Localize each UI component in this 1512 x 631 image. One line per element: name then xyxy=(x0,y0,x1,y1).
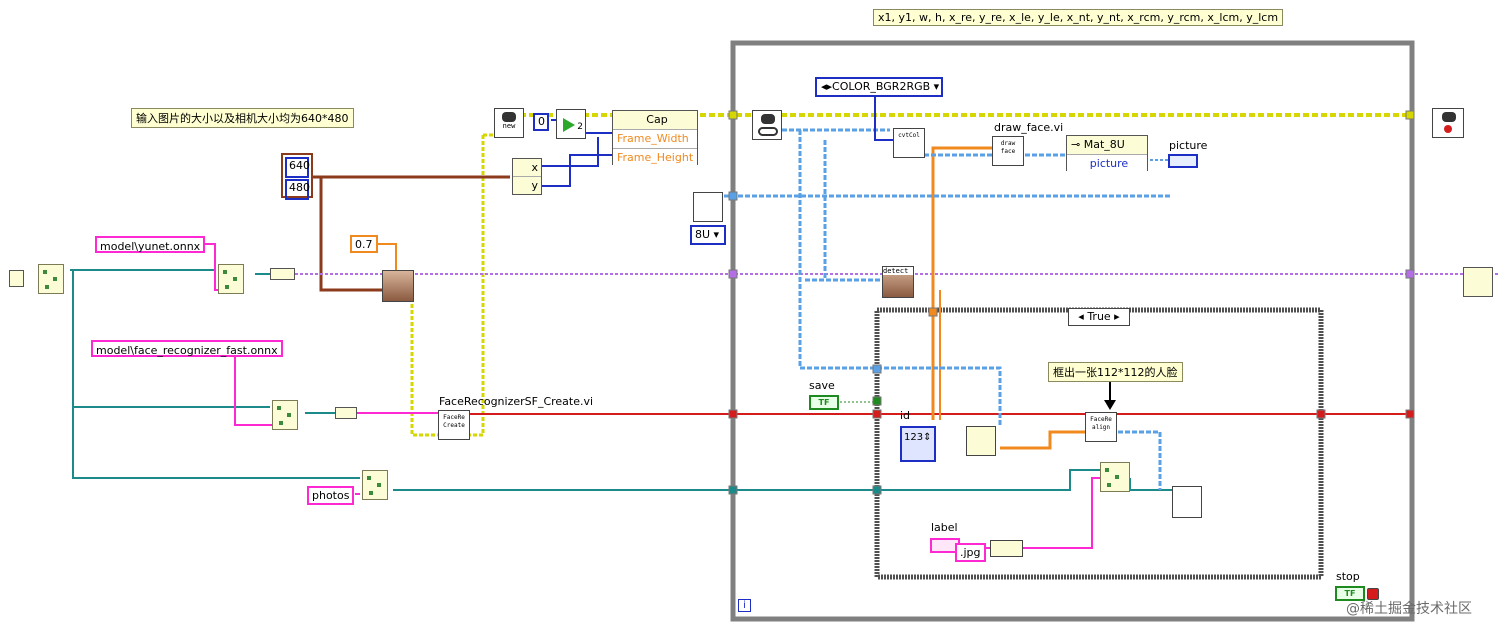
build-path-photos[interactable] xyxy=(362,470,388,500)
camera-open-node[interactable]: 2 xyxy=(556,109,586,139)
bundle-x-label: x xyxy=(531,161,538,174)
draw-face-node[interactable]: draw face xyxy=(992,136,1024,166)
case-structure-frame xyxy=(874,307,1324,580)
picture-property[interactable]: picture xyxy=(1067,154,1147,173)
build-path-save[interactable] xyxy=(1100,462,1130,492)
concat-strings-node[interactable] xyxy=(990,540,1023,557)
ext-constant[interactable]: .jpg xyxy=(955,543,986,562)
mat8u-title: ⊸ Mat_8U xyxy=(1071,138,1125,151)
number-to-string-node[interactable] xyxy=(966,426,996,456)
size-array-constant[interactable]: 640 480 xyxy=(281,153,313,200)
build-path-yunet[interactable] xyxy=(218,264,244,294)
recognizer-path-constant[interactable]: model\face_recognizer_fast.onnx xyxy=(91,340,283,357)
height-constant[interactable]: 480 xyxy=(285,179,310,200)
camera-icon xyxy=(502,112,516,122)
id-label: id xyxy=(900,409,911,422)
frame-width-prop[interactable]: Frame_Width xyxy=(613,129,697,148)
iteration-terminal: i xyxy=(738,599,751,612)
stop-control[interactable]: TF xyxy=(1335,586,1365,601)
photos-path-constant[interactable]: photos xyxy=(307,486,355,505)
cap-property-node[interactable]: Cap Frame_Width Frame_Height xyxy=(612,110,698,167)
photos-wire xyxy=(393,469,1100,491)
yunet-path-constant[interactable]: model\yunet.onnx xyxy=(95,236,206,253)
file-path-icon[interactable] xyxy=(9,270,24,287)
camera-new-label: new xyxy=(502,122,516,130)
close-refnum-node[interactable] xyxy=(1463,267,1493,297)
cap-title: Cap xyxy=(646,113,668,126)
draw-face-label: draw_face.vi xyxy=(994,121,1064,134)
threshold-constant[interactable]: 0.7 xyxy=(350,235,378,253)
camera-read-node[interactable] xyxy=(752,110,782,140)
size-wire-2 xyxy=(319,177,382,292)
mat-type-constant[interactable]: 8U ▾ xyxy=(690,225,726,245)
path-wire-2 xyxy=(72,270,360,479)
camera-wire-down xyxy=(410,135,485,437)
watermark: @稀土掘金技术社区 xyxy=(1346,601,1472,617)
build-path-node[interactable] xyxy=(38,264,64,294)
bundle-xy-node[interactable]: x y xyxy=(512,158,542,195)
id-control[interactable]: 123⇕ xyxy=(900,426,936,462)
while-loop-frame xyxy=(730,40,1415,622)
face-align-node[interactable]: FaceRe align xyxy=(1085,412,1117,442)
picture-indicator-label: picture xyxy=(1169,139,1208,152)
cvtcolor-node[interactable]: cvtCol xyxy=(893,128,925,158)
recognizer-create-node[interactable]: FaceRe Create xyxy=(438,410,470,440)
camera-new-node[interactable]: new xyxy=(494,108,524,138)
frame-height-prop[interactable]: Frame_Height xyxy=(613,148,697,167)
stop-dot-icon xyxy=(1444,125,1452,133)
imwrite-node[interactable] xyxy=(1172,486,1202,518)
width-constant[interactable]: 640 xyxy=(285,157,310,178)
label-label: label xyxy=(931,521,958,534)
stop-label: stop xyxy=(1336,570,1360,583)
camera-close-icon xyxy=(1442,112,1456,122)
save-control[interactable]: TF xyxy=(809,395,839,410)
play-icon xyxy=(563,118,575,132)
faces-wire xyxy=(931,146,992,420)
glasses-icon xyxy=(758,127,778,136)
camera-close-node[interactable] xyxy=(1432,108,1464,138)
bundle-y-label: y xyxy=(513,176,541,194)
picture-indicator[interactable] xyxy=(1168,154,1198,168)
path-to-string-2[interactable] xyxy=(335,407,357,419)
save-label: save xyxy=(809,379,835,392)
create-mat-node[interactable] xyxy=(693,192,723,222)
color-code-constant[interactable]: ◂▸COLOR_BGR2RGB ▾ xyxy=(815,77,943,97)
camera-read-icon xyxy=(761,114,775,124)
crop-face-note: 框出一张112*112的人脸 xyxy=(1048,362,1183,382)
build-path-recognizer[interactable] xyxy=(272,400,298,430)
detect-label: detect xyxy=(883,267,913,275)
image-size-note: 输入图片的大小以及相机大小均为640*480 xyxy=(131,108,354,128)
detect-node[interactable]: detect xyxy=(882,266,914,298)
path-to-string-1[interactable] xyxy=(270,268,295,280)
camera-index-constant[interactable]: 0 xyxy=(533,113,549,131)
case-selector[interactable]: ◂ True ▸ xyxy=(1068,308,1130,326)
output-fields-note: x1, y1, w, h, x_re, y_re, x_le, y_le, x_… xyxy=(873,9,1284,26)
recognizer-create-label: FaceRecognizerSF_Create.vi xyxy=(439,395,594,408)
face-detector-create-icon[interactable] xyxy=(382,270,414,302)
mat8u-property-node[interactable]: ⊸ Mat_8U picture xyxy=(1066,135,1148,173)
loop-condition-terminal xyxy=(1367,588,1379,600)
camera-open-label: 2 xyxy=(577,122,583,132)
